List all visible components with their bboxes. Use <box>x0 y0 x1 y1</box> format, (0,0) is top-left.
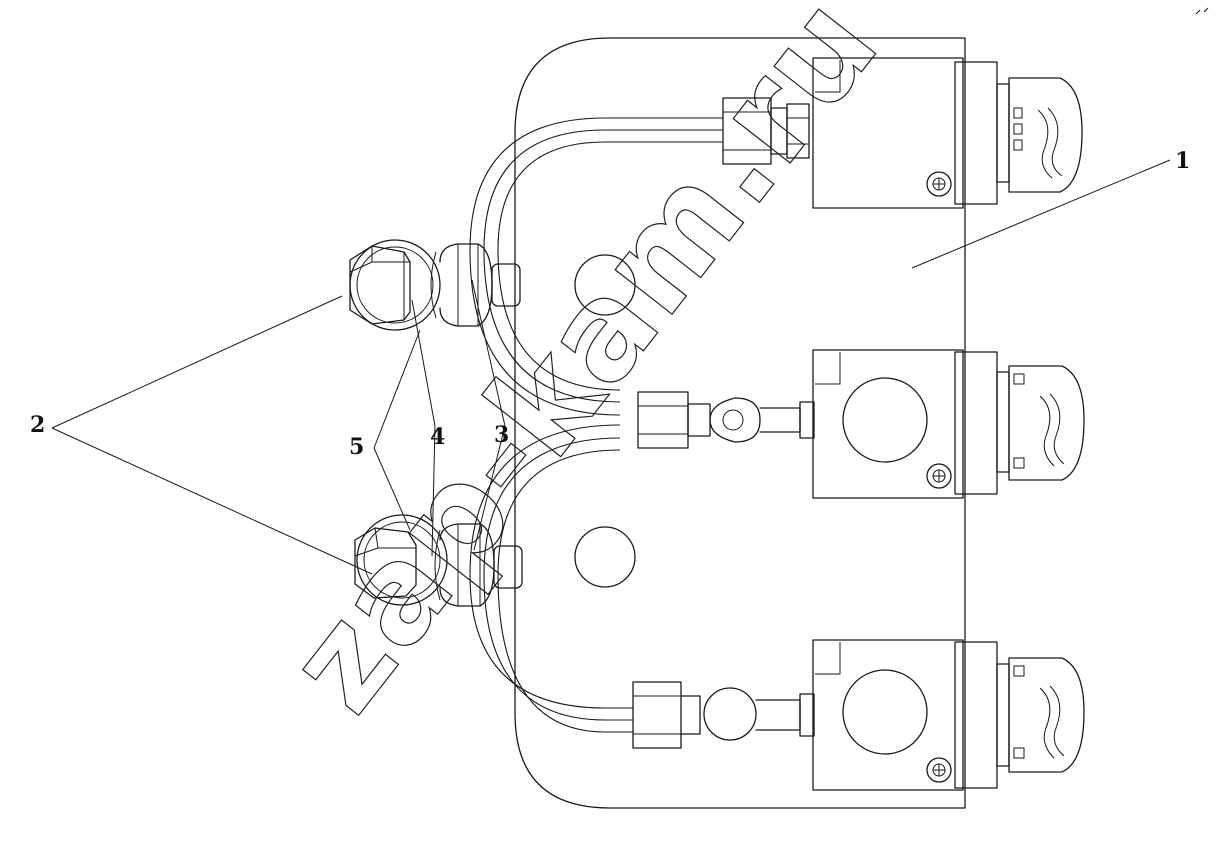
plate-hole-lower <box>574 526 636 588</box>
leader-2b <box>51 427 373 575</box>
tube-lower <box>469 424 633 733</box>
leader-1 <box>911 159 1171 269</box>
leader-4b <box>431 425 436 557</box>
leader-5b <box>373 447 411 531</box>
tube-upper <box>469 117 723 416</box>
mounting-plate <box>514 37 966 809</box>
leader-5a <box>373 329 421 449</box>
callout-3: 3 <box>494 422 509 448</box>
corner-mark <box>1195 7 1209 15</box>
callout-2: 2 <box>30 412 45 438</box>
watermark-text: zap-kam.ru <box>259 0 909 740</box>
fastener-lower <box>354 514 523 607</box>
valve-unit-middle <box>637 349 1085 499</box>
leader-4a <box>411 299 436 427</box>
callout-1: 1 <box>1175 148 1190 174</box>
plate-hole-upper <box>574 254 636 316</box>
fastener-upper <box>349 239 521 331</box>
leader-lines <box>51 159 1171 575</box>
leader-2a <box>51 295 343 429</box>
leader-3a <box>471 279 506 427</box>
callout-5: 5 <box>349 434 364 460</box>
callout-4: 4 <box>430 424 445 450</box>
leader-3b <box>473 425 506 551</box>
valve-unit-top <box>722 57 1083 209</box>
valve-unit-bottom <box>632 639 1085 791</box>
